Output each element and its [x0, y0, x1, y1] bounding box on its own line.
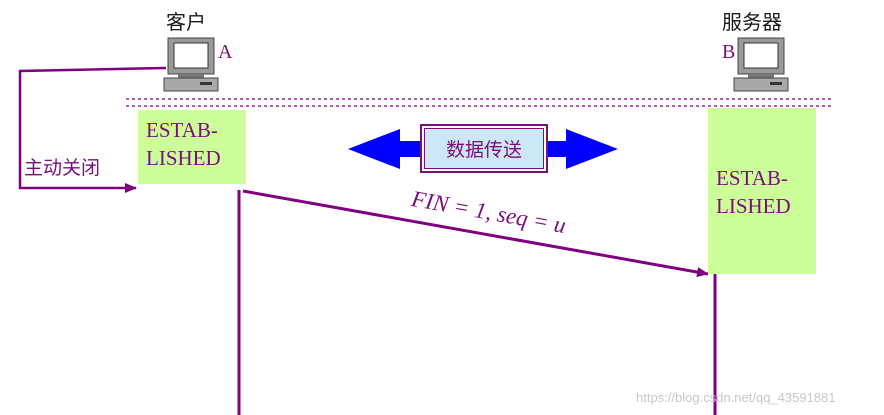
- client-computer-icon: [163, 37, 219, 92]
- client-letter: A: [218, 41, 233, 63]
- client-label: 客户: [166, 10, 206, 34]
- active-close-arrow: [18, 66, 167, 193]
- server-computer-icon: [733, 37, 789, 92]
- client-state-line-2: LISHED: [146, 146, 221, 170]
- server-state-line-2: LISHED: [716, 194, 791, 218]
- data-transfer-arrow-left: [348, 129, 420, 169]
- data-transfer-box: 数据传送: [420, 124, 548, 173]
- client-state-line-1: ESTAB-: [146, 118, 218, 142]
- data-transfer-arrow-right: [548, 129, 618, 169]
- server-letter: B: [722, 41, 736, 63]
- server-label: 服务器: [722, 10, 782, 34]
- watermark: https://blog.csdn.net/qq_43591881: [636, 390, 836, 405]
- client-state-box: ESTAB- LISHED: [138, 110, 246, 184]
- active-close-label: 主动关闭: [24, 157, 101, 179]
- fin-segment-arrow: [242, 189, 709, 277]
- server-state-line-1: ESTAB-: [716, 166, 788, 190]
- server-state-box: ESTAB- LISHED: [708, 108, 816, 274]
